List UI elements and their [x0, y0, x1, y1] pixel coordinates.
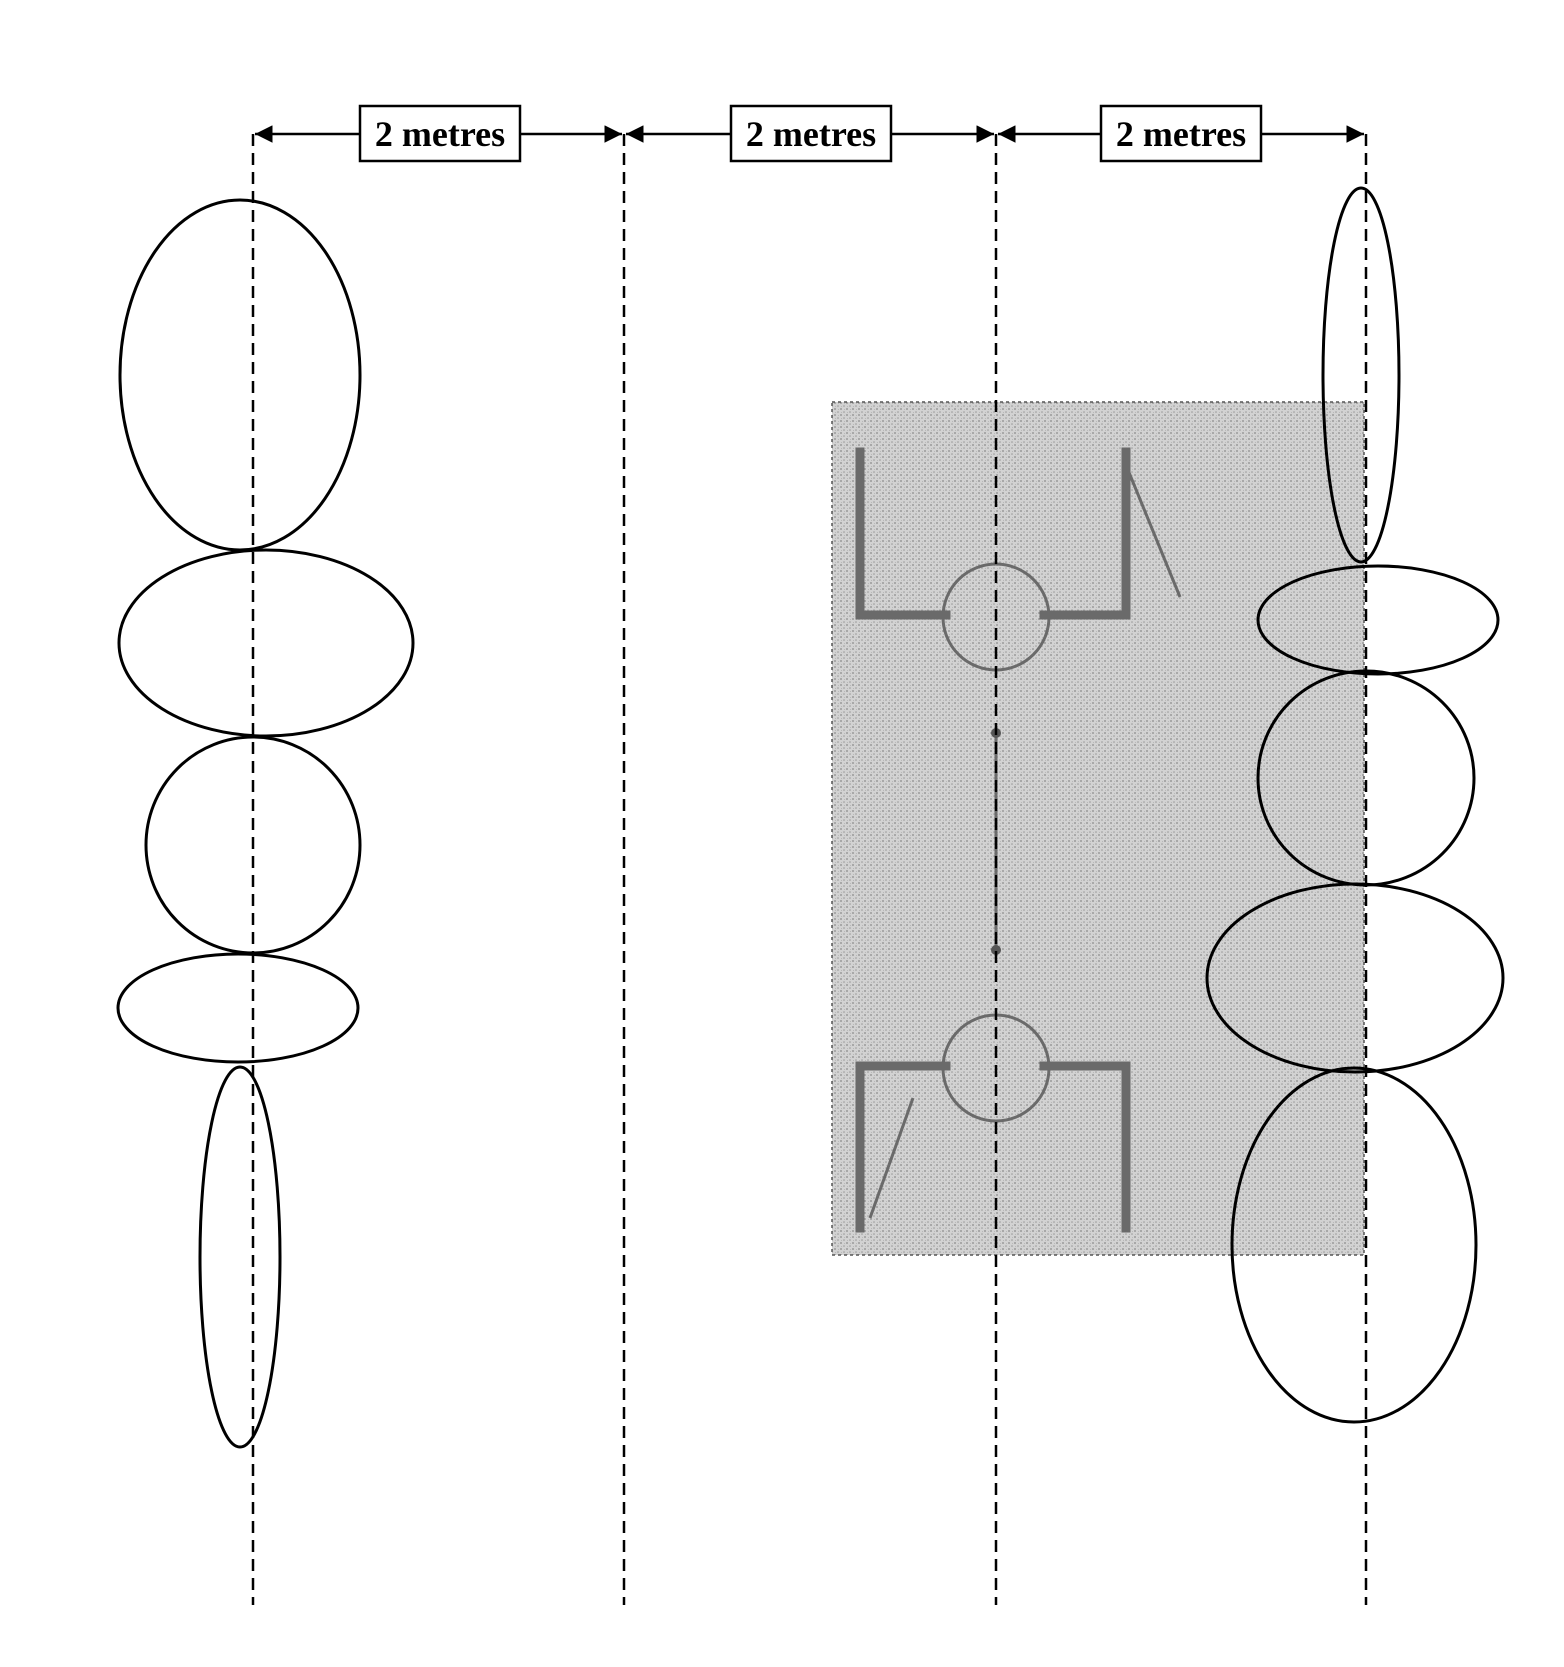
left-ellipse-1 — [118, 198, 362, 552]
dimension-label-box-3 — [1099, 104, 1263, 163]
dimension-label-text-1: 2 metres — [375, 114, 505, 154]
dimension-label-box-2 — [729, 104, 893, 163]
rear-wheel-diagonal — [868, 1097, 915, 1219]
right-ellipse-1 — [1321, 186, 1401, 564]
dimension-label-text-2: 2 metres — [746, 114, 876, 154]
rear-axle-right-bracket — [1039, 1061, 1131, 1233]
trailer-axle-outline — [855, 447, 1131, 1233]
right-ellipse-4 — [1205, 882, 1505, 1074]
rear-axle-left-bracket — [855, 1061, 951, 1233]
dimension-label-box-1 — [358, 104, 522, 163]
right-ellipse-2 — [1256, 564, 1500, 676]
front-axle-left-bracket — [855, 447, 951, 620]
left-ellipse-5 — [198, 1065, 282, 1449]
drawbar-pivot-bottom — [991, 945, 1001, 955]
dimension-label-text-3: 2 metres — [1116, 114, 1246, 154]
left-ellipse-2 — [117, 548, 415, 738]
dimension-label-3: 2 metres — [1099, 104, 1263, 163]
left-ellipse-4 — [116, 952, 360, 1064]
left-ellipse-group — [116, 198, 415, 1449]
dimension-label-1: 2 metres — [358, 104, 522, 163]
front-axle-right-bracket — [1039, 447, 1131, 620]
right-ellipse-5 — [1230, 1066, 1478, 1424]
vehicle-shaded-area — [831, 401, 1365, 1256]
guide-lines — [251, 134, 1368, 1605]
front-wheel-diagonal — [1126, 469, 1182, 598]
dimension-label-2: 2 metres — [729, 104, 893, 163]
